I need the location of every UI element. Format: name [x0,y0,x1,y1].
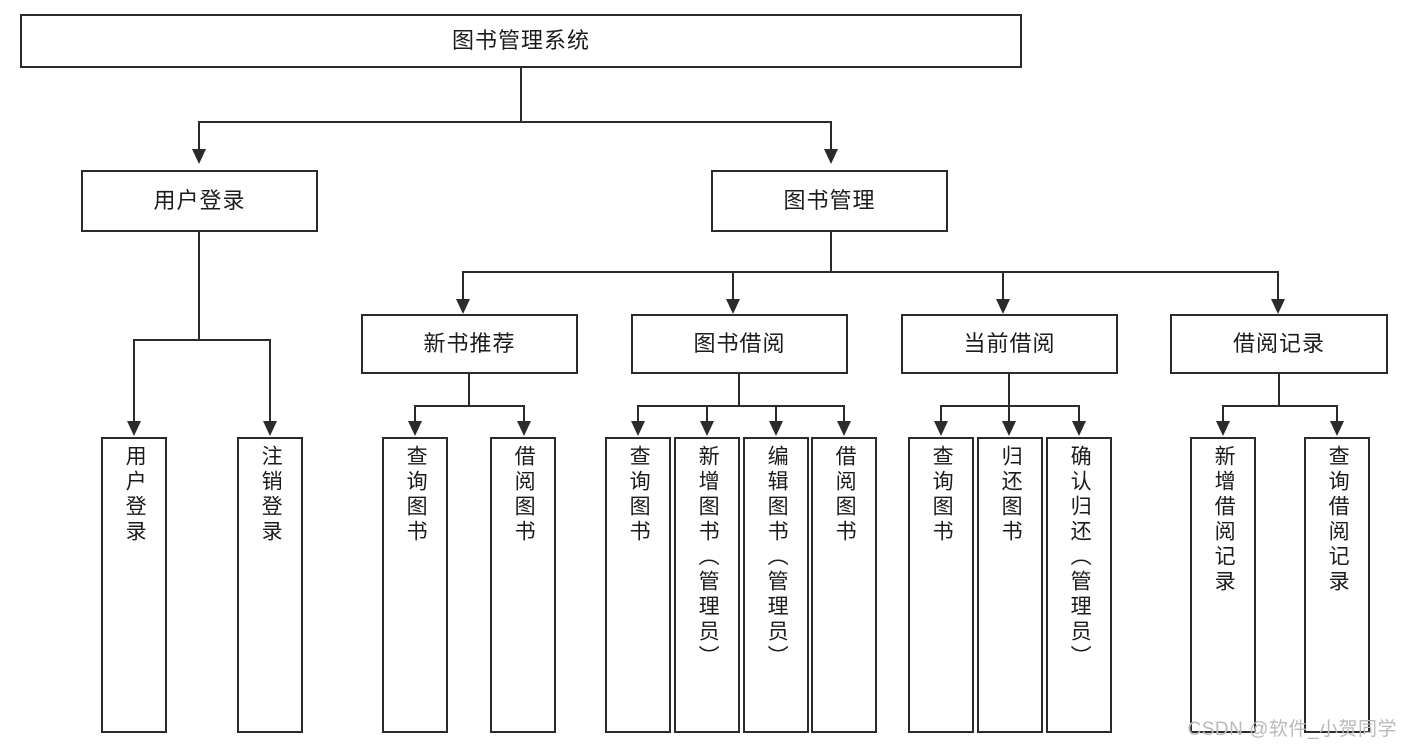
node-current-borrow[interactable]: 当前借阅 [901,314,1118,374]
connector-root-to-user-login [198,121,200,149]
leaf-edit-book-admin[interactable]: 编辑图书（管理员） [743,437,809,733]
arrowhead-current-borrow [996,299,1010,314]
node-book-management[interactable]: 图书管理 [711,170,948,232]
node-label: 用户登录 [153,188,246,214]
csdn-watermark: CSDN @软件_小贺同学 [1187,719,1397,740]
leaf-confirm-return-admin[interactable]: 确认归还（管理员） [1046,437,1112,733]
leaf-query-book-recommend[interactable]: 查询图书 [382,437,448,733]
connector-current-borrow-child-2 [1008,405,1010,421]
connector-borrow-record-child-1 [1222,405,1224,421]
node-label: 借阅图书 [833,445,857,545]
connector-root-to-book-mgmt [830,121,832,149]
node-label: 编辑图书（管理员） [765,445,789,670]
arrowhead-leaf-add-book [700,421,714,436]
leaf-return-book[interactable]: 归还图书 [977,437,1043,733]
connector-book-borrow-child-2 [706,405,708,421]
arrowhead-user-login [192,149,206,164]
arrowhead-leaf-return-book [1002,421,1016,436]
arrowhead-leaf-query-book-2 [631,421,645,436]
node-borrow-record[interactable]: 借阅记录 [1170,314,1388,374]
node-label: 查询图书 [404,445,428,545]
connector-root-bus [198,121,832,123]
connector-borrow-record-bus [1222,405,1338,407]
leaf-borrow-book-recommend[interactable]: 借阅图书 [490,437,556,733]
connector-book-mgmt-stem [830,232,832,272]
node-label: 新增图书（管理员） [696,445,720,670]
arrowhead-borrow-record [1271,299,1285,314]
node-label: 确认归还（管理员） [1068,445,1092,670]
connector-new-book-child-1 [414,405,416,421]
connector-current-borrow-bus [940,405,1080,407]
arrowhead-leaf-query-record [1330,421,1344,436]
connector-user-login-child-1 [133,339,135,421]
connector-user-login-child-2 [269,339,271,421]
connector-book-borrow-bus [637,405,845,407]
node-label: 新增借阅记录 [1212,445,1236,595]
node-label: 借阅图书 [512,445,536,545]
leaf-logout[interactable]: 注销登录 [237,437,303,733]
connector-book-borrow-child-1 [637,405,639,421]
connector-new-book-stem [468,374,470,406]
connector-borrow-record-child-2 [1336,405,1338,421]
leaf-add-book-admin[interactable]: 新增图书（管理员） [674,437,740,733]
arrowhead-leaf-borrow-book-1 [517,421,531,436]
arrowhead-leaf-logout [263,421,277,436]
node-label: 查询图书 [930,445,954,545]
connector-current-borrow-stem [1008,374,1010,406]
connector-root-stem [520,68,522,122]
leaf-query-borrow-record[interactable]: 查询借阅记录 [1304,437,1370,733]
arrowhead-book-borrow [726,299,740,314]
node-new-book-recommend[interactable]: 新书推荐 [361,314,578,374]
arrowhead-leaf-user-login [127,421,141,436]
connector-book-borrow-child-3 [775,405,777,421]
connector-book-mgmt-child-2 [732,271,734,299]
connector-user-login-stem [198,232,200,340]
arrowhead-leaf-add-record [1216,421,1230,436]
leaf-query-book-current[interactable]: 查询图书 [908,437,974,733]
node-label: 图书管理 [783,188,876,214]
connector-current-borrow-child-1 [940,405,942,421]
node-label: 查询借阅记录 [1326,445,1350,595]
node-label: 图书管理系统 [451,28,590,54]
leaf-add-borrow-record[interactable]: 新增借阅记录 [1190,437,1256,733]
connector-book-mgmt-bus [462,271,1279,273]
node-label: 归还图书 [999,445,1023,545]
node-book-borrow[interactable]: 图书借阅 [631,314,848,374]
arrowhead-book-mgmt [824,149,838,164]
node-label: 用户登录 [123,445,147,545]
connector-new-book-bus [414,405,524,407]
connector-book-mgmt-child-1 [462,271,464,299]
connector-borrow-record-stem [1278,374,1280,406]
connector-book-mgmt-child-4 [1277,271,1279,299]
arrowhead-leaf-query-book-1 [408,421,422,436]
connector-current-borrow-child-3 [1078,405,1080,421]
arrowhead-leaf-borrow-book-2 [837,421,851,436]
connector-book-mgmt-child-3 [1002,271,1004,299]
node-label: 图书借阅 [693,331,786,357]
arrowhead-leaf-confirm-return [1072,421,1086,436]
leaf-borrow-book[interactable]: 借阅图书 [811,437,877,733]
connector-book-borrow-child-4 [843,405,845,421]
arrowhead-leaf-query-book-3 [934,421,948,436]
connector-user-login-bus [133,339,270,341]
arrowhead-new-book-recommend [456,299,470,314]
node-label: 查询图书 [627,445,651,545]
node-root-system[interactable]: 图书管理系统 [20,14,1022,68]
connector-new-book-child-2 [523,405,525,421]
node-label: 新书推荐 [423,331,516,357]
leaf-query-book-borrow[interactable]: 查询图书 [605,437,671,733]
node-label: 注销登录 [259,445,283,545]
node-label: 借阅记录 [1232,331,1325,357]
node-label: 当前借阅 [963,331,1056,357]
connector-book-borrow-stem [738,374,740,406]
arrowhead-leaf-edit-book [769,421,783,436]
node-user-login[interactable]: 用户登录 [81,170,318,232]
leaf-user-login[interactable]: 用户登录 [101,437,167,733]
